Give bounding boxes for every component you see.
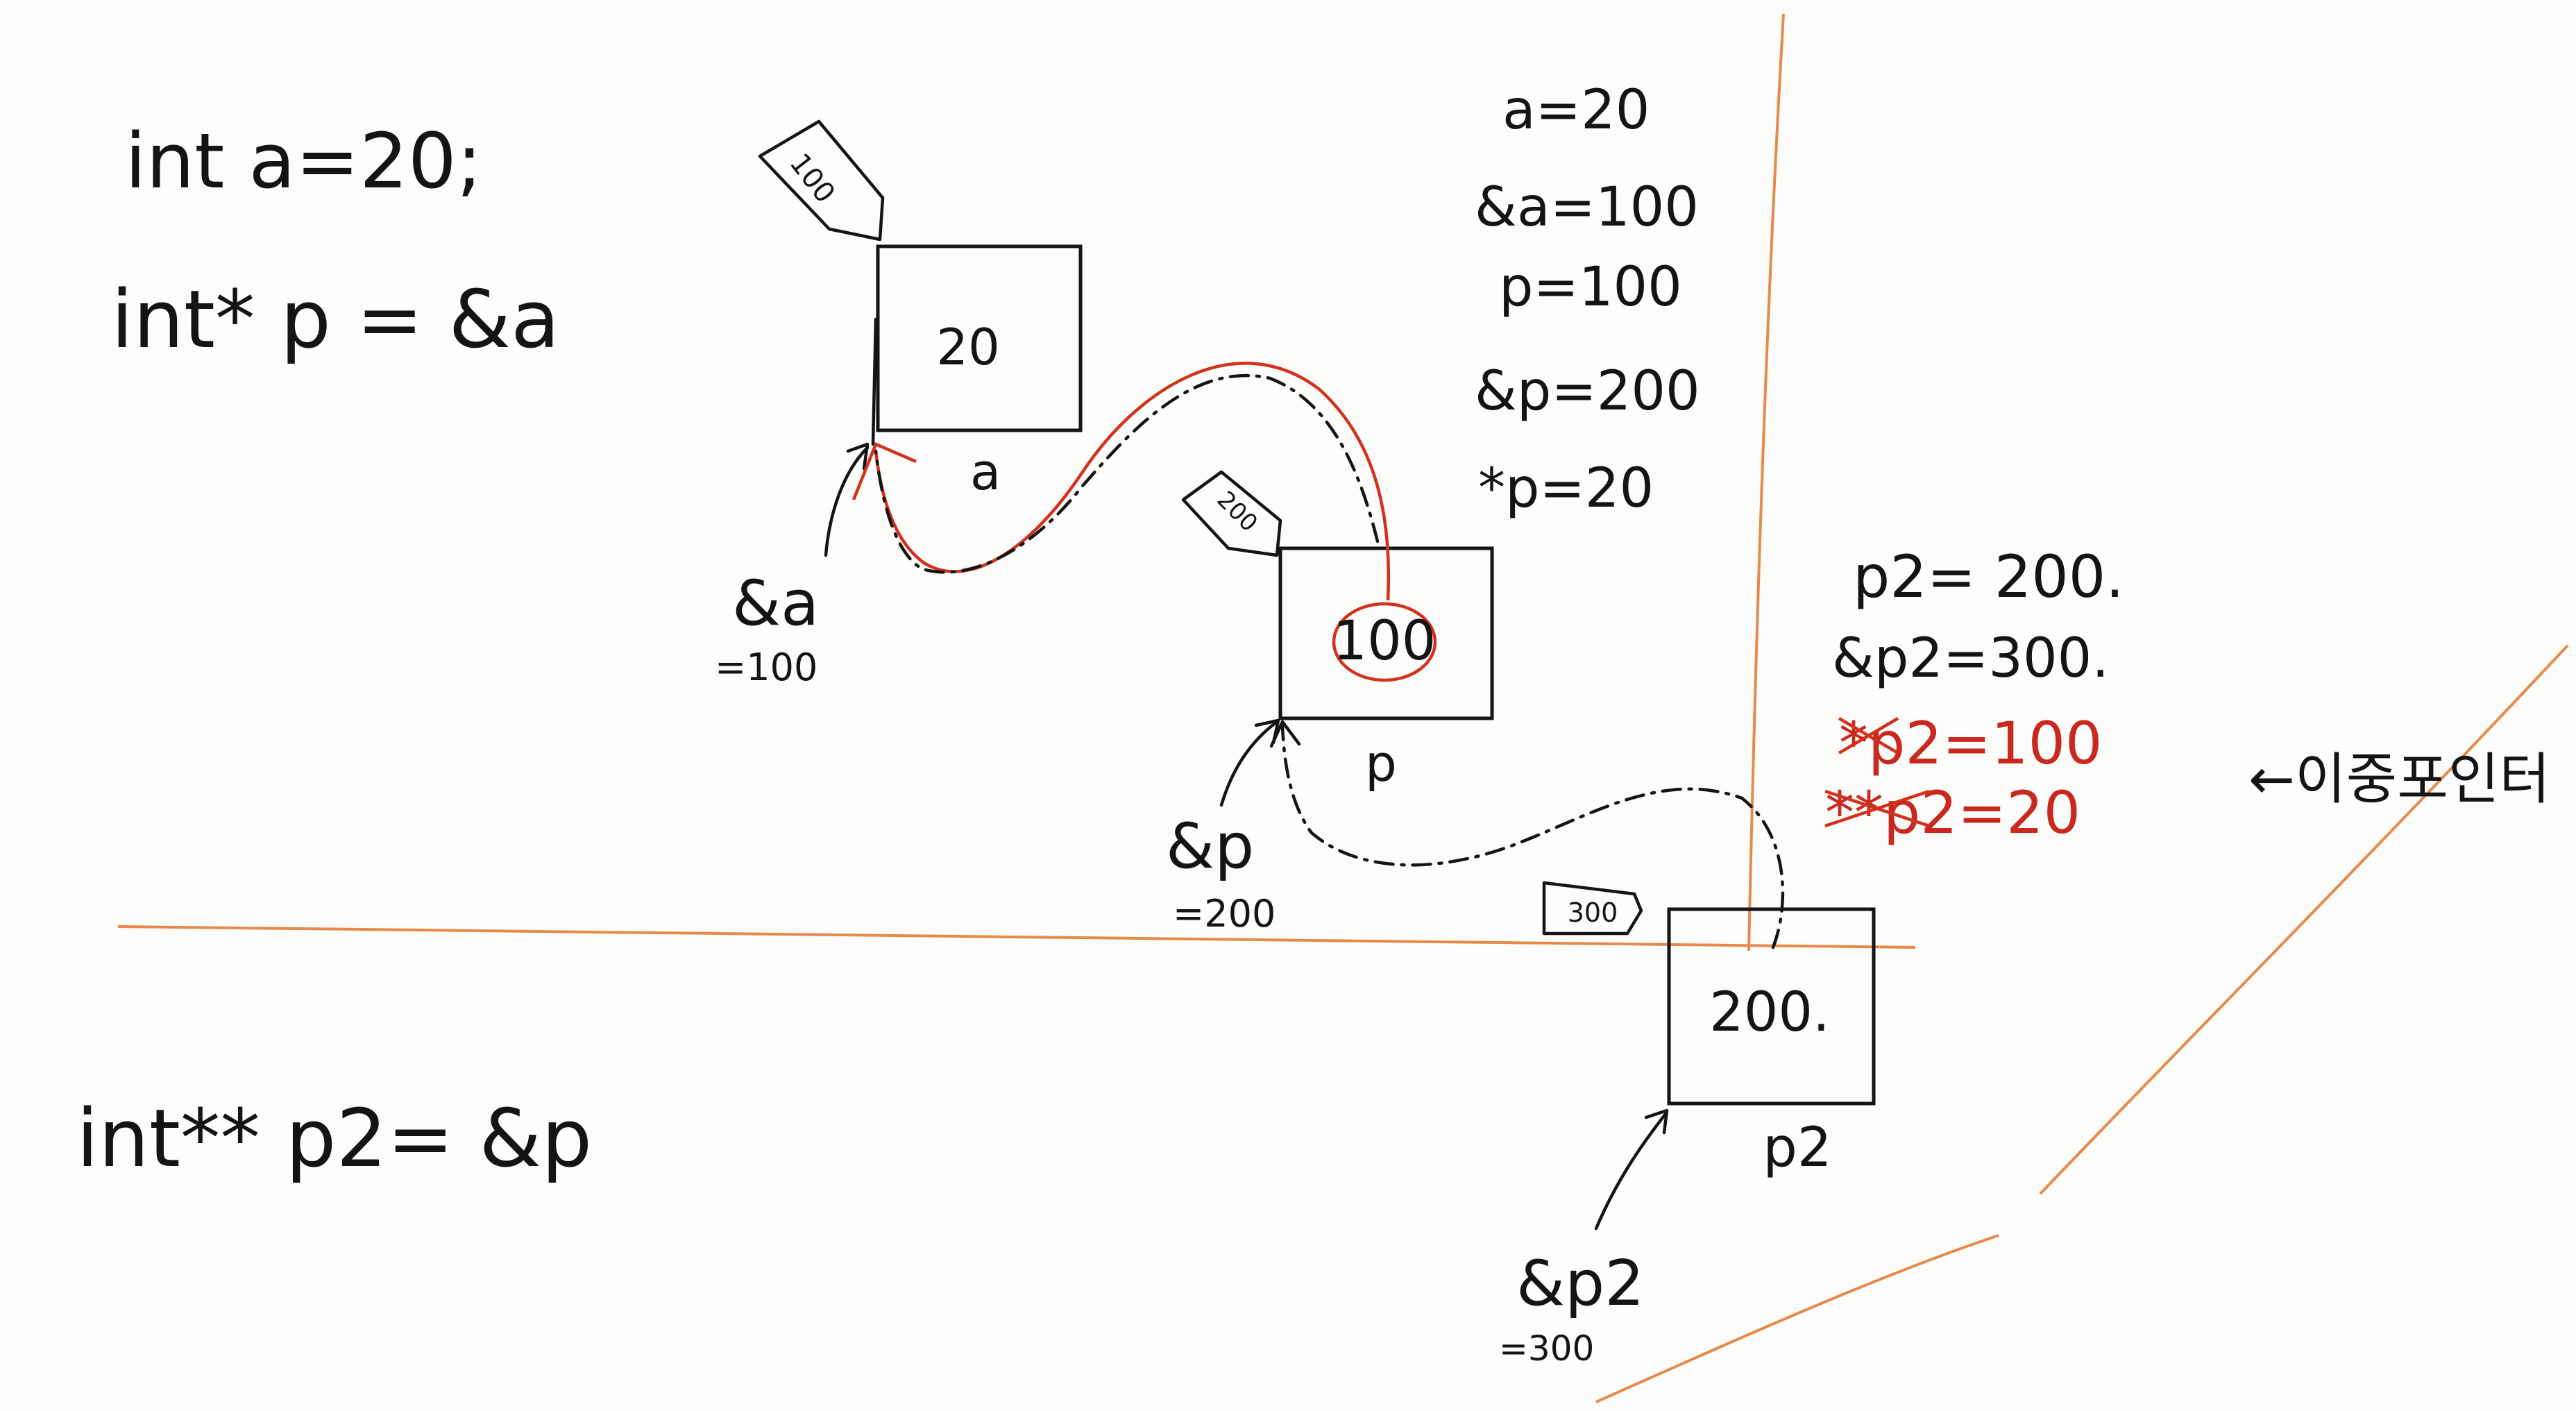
- cell-p-value: 100: [1333, 610, 1437, 673]
- addr-label-p: &p: [1166, 810, 1254, 883]
- note-p-0: a=20: [1502, 79, 1650, 142]
- arrow-addr-p: [1219, 720, 1279, 807]
- pointer-p2-to-p-head: [1269, 720, 1301, 748]
- addr-eq-a: =100: [715, 645, 817, 689]
- arrow-head-a: [846, 442, 870, 471]
- horizontal-divider: [117, 925, 1916, 949]
- cell-p-value-circle: [1332, 602, 1437, 682]
- cell-p2-box: [1667, 907, 1876, 1106]
- addr-eq-p2: =300: [1499, 1328, 1594, 1369]
- arrow-addr-p2: [1594, 1112, 1668, 1231]
- paper-edge-bottom: [1595, 1234, 1999, 1403]
- code-line-3: int** p2= &p: [76, 1092, 592, 1185]
- cell-a-value: 20: [936, 318, 1000, 376]
- cell-p2-value: 200.: [1709, 981, 1830, 1044]
- cell-p-addr-tag: [1181, 470, 1282, 557]
- code-line-2: int* p = &a: [111, 273, 560, 366]
- pointer-p-to-a-red: [874, 362, 1391, 601]
- addr-label-a: &a: [732, 567, 819, 640]
- cell-a-name: a: [970, 443, 1001, 501]
- cell-p-name: p: [1365, 734, 1397, 793]
- cell-p2-addr: 300: [1568, 897, 1618, 928]
- strike-deref1: [1838, 717, 1899, 754]
- note-p2-1: &p2=300.: [1832, 627, 2109, 690]
- note-p-1: &a=100: [1475, 176, 1699, 239]
- note-p-3: &p=200: [1475, 360, 1700, 423]
- cell-a-addr-tag: [758, 119, 885, 242]
- cell-a-box: [876, 244, 1083, 432]
- note-p2-0: p2= 200.: [1853, 543, 2124, 611]
- korean-label: ←이중포인터: [2248, 747, 2550, 811]
- cell-a-tick: [871, 317, 878, 446]
- note-p-4: *p=20: [1478, 457, 1654, 520]
- strike-deref2: [1824, 789, 1930, 828]
- pointer-p-to-a-head: [851, 442, 917, 500]
- pointer-p2-to-p: [1280, 723, 1785, 949]
- addr-label-p2: &p2: [1516, 1247, 1645, 1320]
- pointer-p-to-a-dashed: [874, 373, 1380, 574]
- cell-p2-addr-tag: [1542, 881, 1643, 936]
- arrow-head-p2: [1644, 1108, 1669, 1135]
- cell-p-addr: 200: [1212, 486, 1263, 537]
- code-line-1: int a=20;: [125, 117, 482, 205]
- note-p-2: p=100: [1499, 256, 1682, 319]
- arrow-addr-a: [824, 446, 870, 557]
- vertical-divider: [1747, 13, 1785, 952]
- cell-p2-name: p2: [1763, 1117, 1831, 1179]
- cell-a-addr: 100: [783, 148, 841, 209]
- addr-eq-p: =200: [1173, 892, 1276, 936]
- paper-edge-diagonal: [2039, 644, 2569, 1195]
